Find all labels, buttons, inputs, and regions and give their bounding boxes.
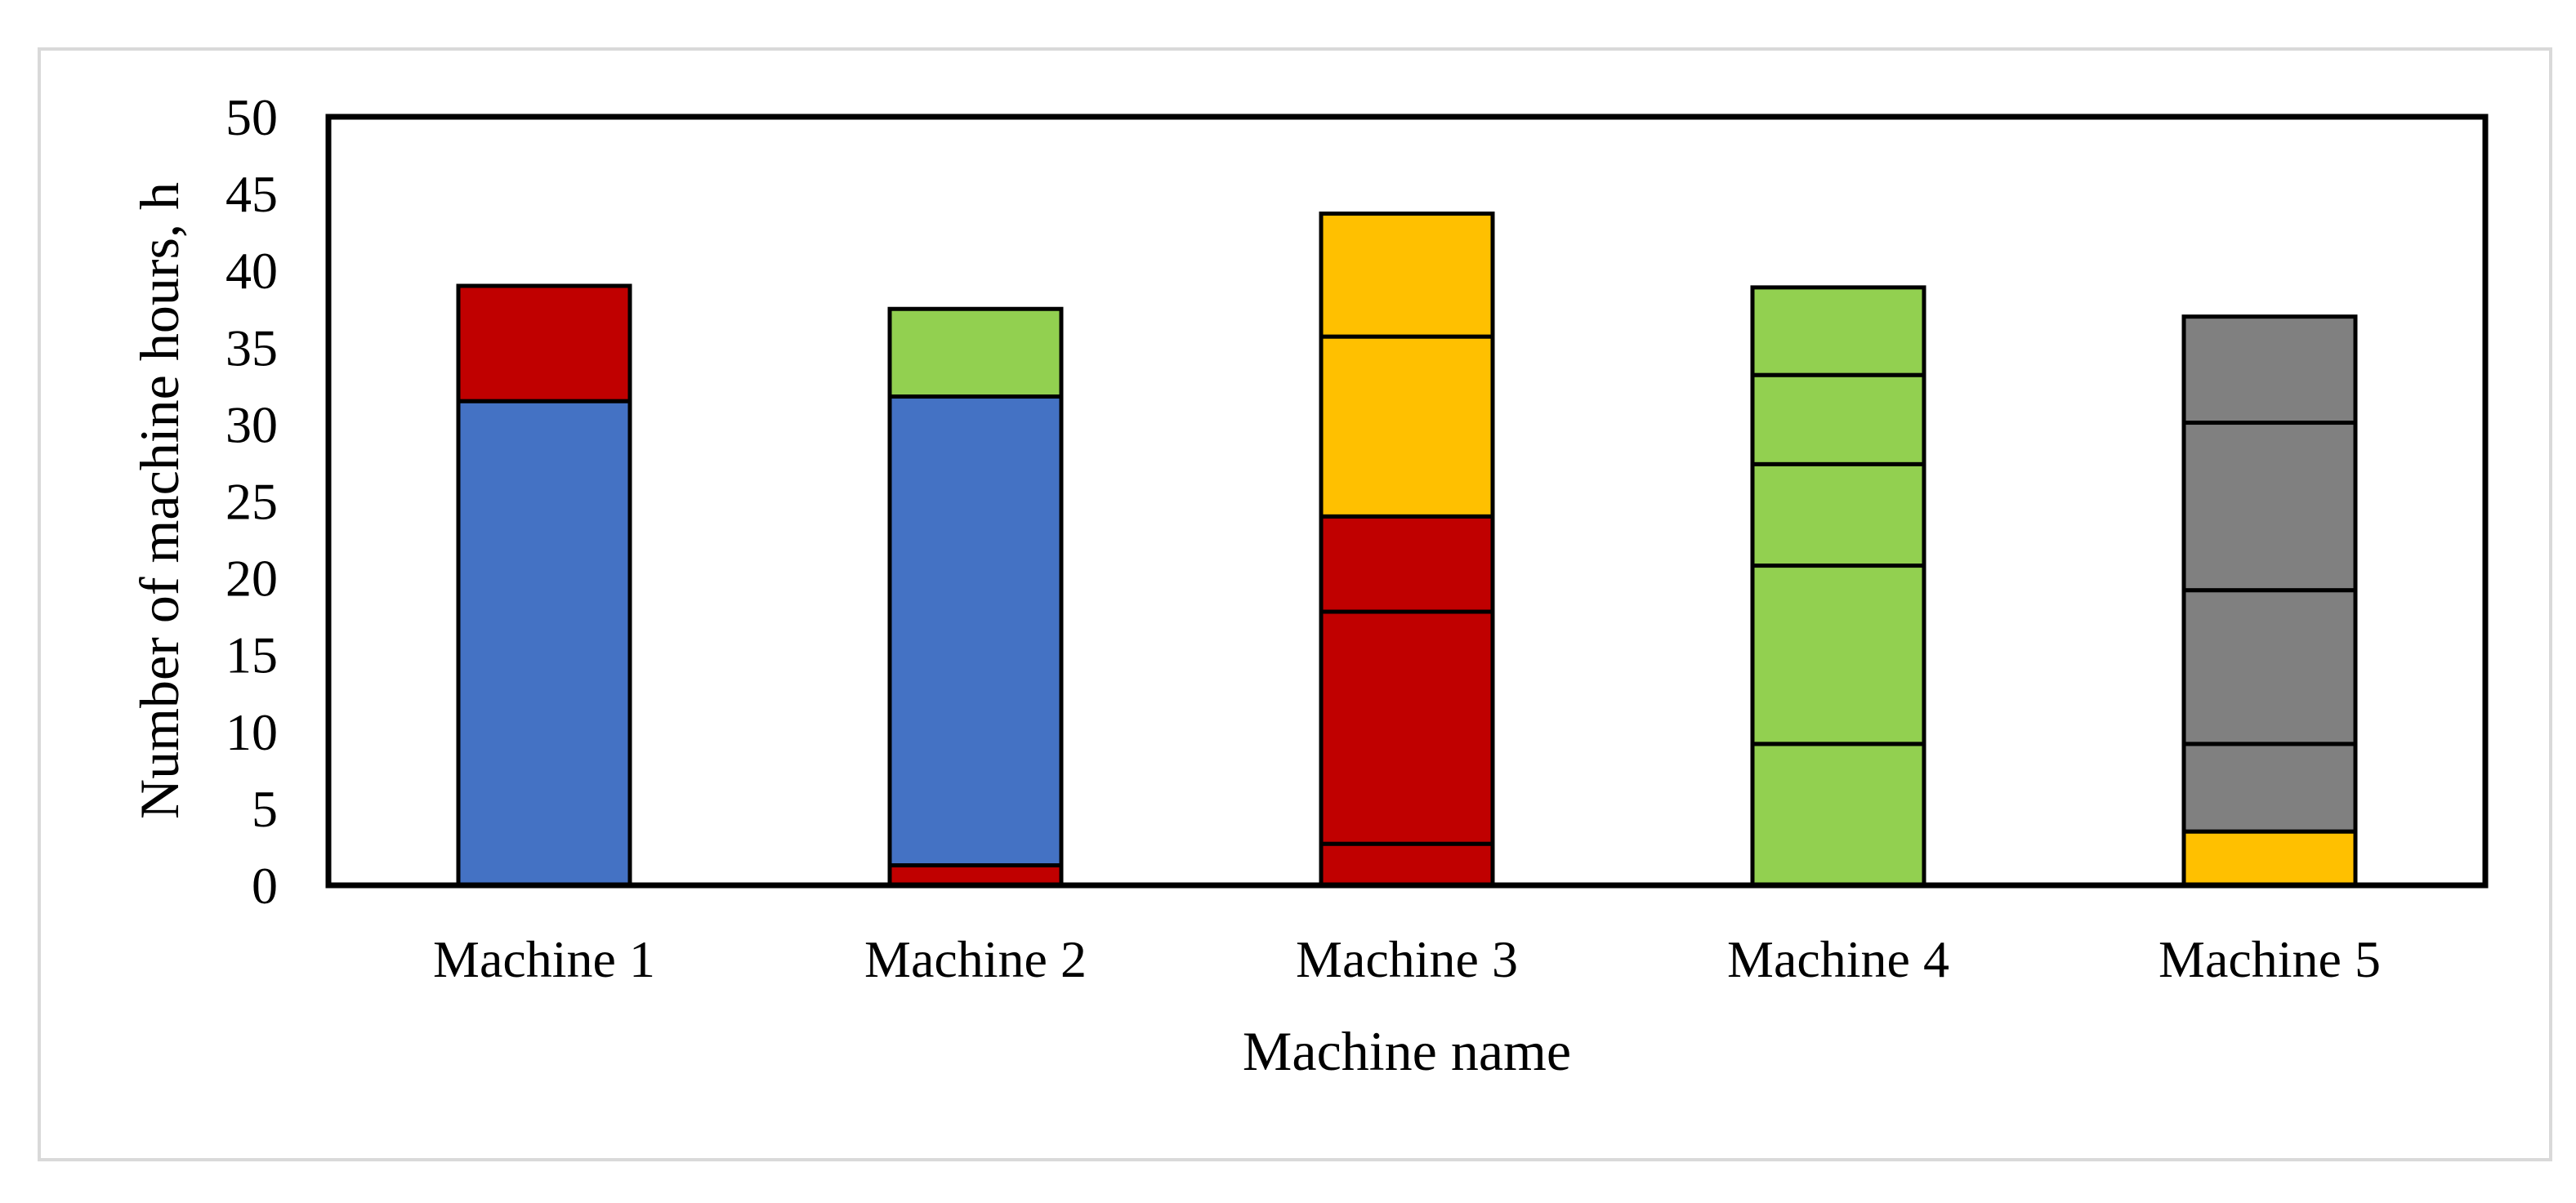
bar-segment [456, 399, 632, 888]
x-tick-label: Machine 2 [864, 930, 1087, 988]
bar-segment [1750, 372, 1926, 466]
y-tick-label: 15 [225, 626, 278, 684]
y-tick-label: 35 [225, 319, 278, 376]
bar-segment [887, 394, 1064, 868]
y-tick-label: 45 [225, 165, 278, 223]
x-tick-label: Machine 4 [1727, 930, 1949, 988]
y-tick-label: 30 [225, 395, 278, 453]
y-tick-label: 5 [252, 780, 278, 838]
bar-segment [456, 283, 632, 403]
bar-stack-5 [2181, 314, 2358, 888]
y-tick-label: 40 [225, 242, 278, 300]
x-tick-label: Machine 1 [433, 930, 655, 988]
bar-stack-4 [1750, 285, 1926, 888]
bar-segment [2181, 314, 2358, 426]
bar-segment [887, 863, 1064, 888]
bar-segment [2181, 829, 2358, 888]
y-tick-label: 10 [225, 703, 278, 761]
bar-segment [2181, 421, 2358, 593]
bar-segment [2181, 588, 2358, 746]
bar-stack-1 [456, 283, 632, 888]
x-tick-label: Machine 3 [1296, 930, 1518, 988]
y-tick-label: 50 [225, 88, 278, 146]
y-tick-label: 20 [225, 550, 278, 608]
bar-segment [1319, 514, 1495, 614]
bar-segment [887, 306, 1064, 399]
bar-segment [1750, 564, 1926, 746]
bar-segment [1750, 461, 1926, 568]
bar-stacks [456, 212, 2358, 888]
y-axis-ticks: 0 5 10 15 20 25 30 35 40 45 50 [225, 88, 278, 915]
bar-segment [1319, 212, 1495, 339]
bar-segment [1319, 334, 1495, 519]
bar-segment [1319, 609, 1495, 846]
bar-segment [2181, 742, 2358, 834]
y-axis-title: Number of machine hours, h [128, 182, 190, 819]
plot-area-border [325, 114, 2489, 889]
x-axis-title: Machine name [1243, 1020, 1571, 1082]
x-tick-label: Machine 5 [2159, 930, 2381, 988]
y-tick-label: 0 [252, 857, 278, 915]
x-axis-ticks: Machine 1 Machine 2 Machine 3 Machine 4 Mach… [433, 930, 2381, 988]
bar-stack-3 [1319, 212, 1495, 888]
y-tick-label: 25 [225, 473, 278, 531]
bar-segment [1319, 841, 1495, 888]
bar-stack-2 [887, 306, 1064, 888]
bar-segment [1750, 285, 1926, 377]
bar-segment [1750, 742, 1926, 888]
